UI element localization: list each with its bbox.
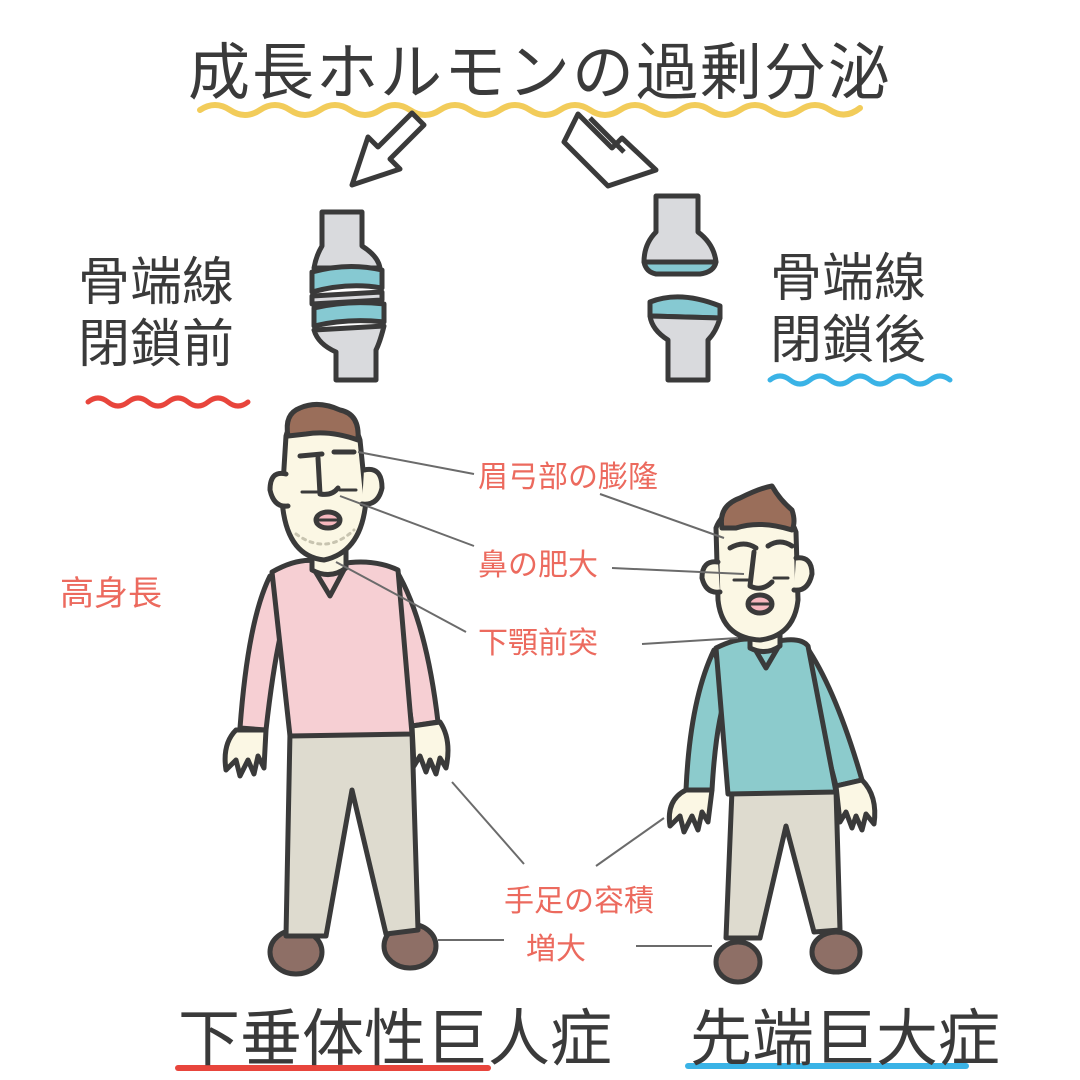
title-underline bbox=[197, 102, 863, 118]
left-disease-name: 下垂体性巨人症 bbox=[178, 1002, 613, 1075]
left-plate-label: 骨端線 閉鎖前 bbox=[78, 252, 234, 376]
right-plate-label: 骨端線 閉鎖後 bbox=[770, 248, 926, 372]
tall-stature-label: 高身長 bbox=[60, 574, 162, 614]
giant-man-figure bbox=[222, 402, 451, 977]
arrow-down-left-icon bbox=[349, 110, 427, 188]
acromegaly-man-figure bbox=[666, 483, 878, 985]
right-disease-name: 先端巨大症 bbox=[690, 1002, 1001, 1075]
feature-jaw: 下顎前突 bbox=[478, 626, 598, 661]
feature-nose: 鼻の肥大 bbox=[478, 548, 598, 583]
feature-limbs-line1: 手足の容積 bbox=[504, 884, 654, 919]
page-title: 成長ホルモンの過剰分泌 bbox=[187, 36, 892, 109]
bone-open-plate bbox=[309, 209, 387, 383]
left-plate-underline bbox=[85, 395, 251, 409]
right-plate-line2: 閉鎖後 bbox=[770, 311, 927, 371]
leader-lines bbox=[335, 451, 745, 947]
left-plate-line2: 閉鎖前 bbox=[78, 315, 235, 375]
bone-closed-plate bbox=[641, 193, 723, 383]
left-plate-line1: 骨端線 bbox=[78, 253, 235, 313]
arrow-down-right-icon bbox=[561, 111, 659, 189]
right-plate-line1: 骨端線 bbox=[770, 249, 927, 309]
feature-limbs-line2: 増大 bbox=[526, 932, 586, 967]
right-plate-underline bbox=[767, 373, 953, 387]
feature-brow: 眉弓部の膨隆 bbox=[478, 460, 658, 495]
